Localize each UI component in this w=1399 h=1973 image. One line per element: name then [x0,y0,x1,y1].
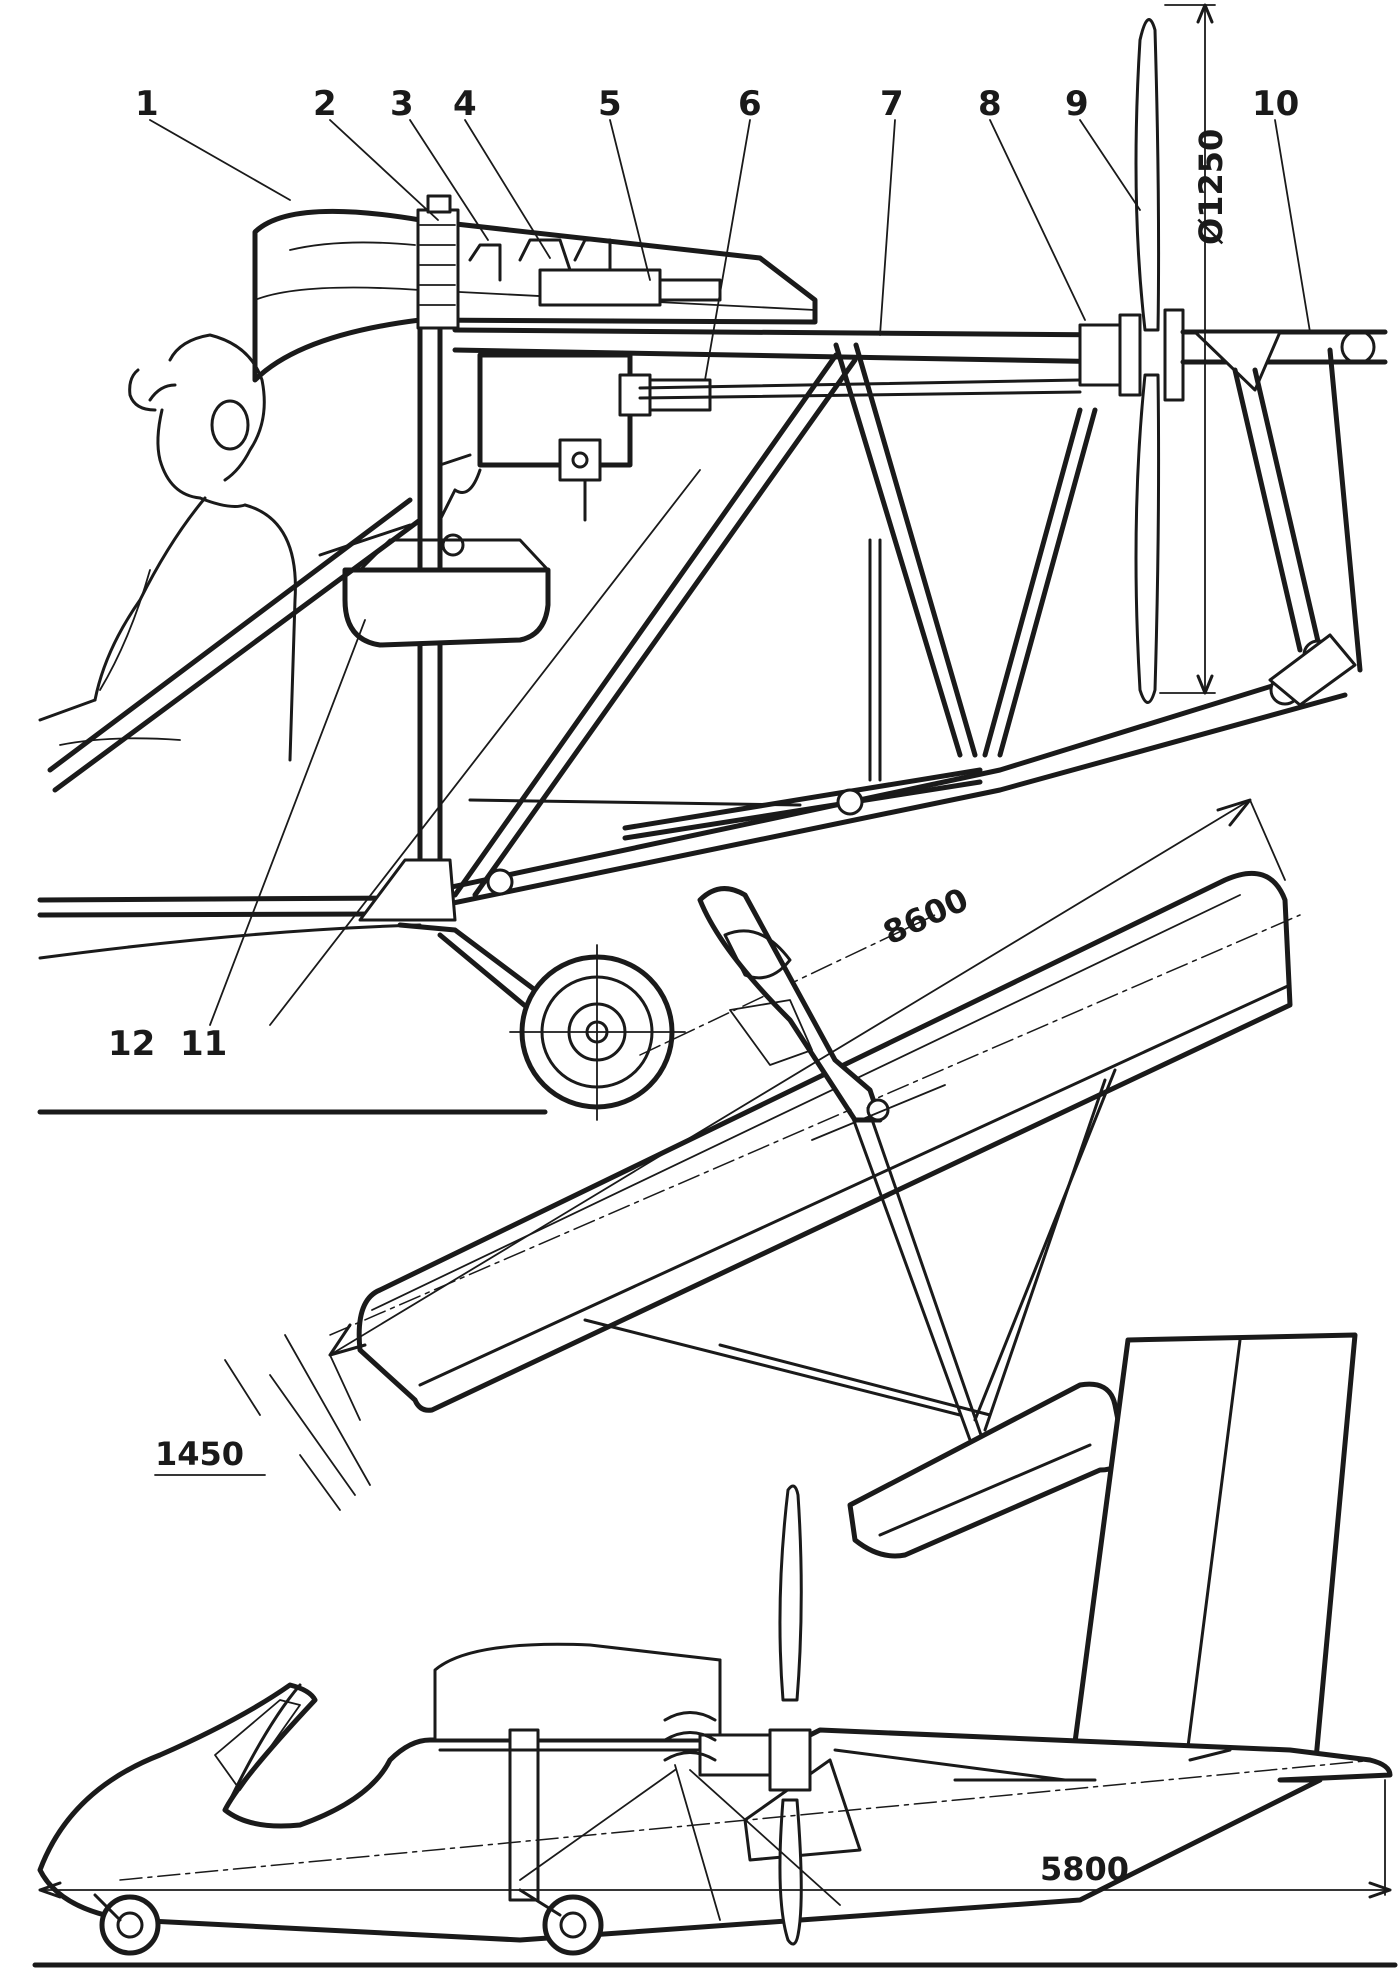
callout-labels: 1 2 3 4 5 6 7 8 9 10 11 12 [108,84,1299,1064]
callout-6: 6 [738,84,762,124]
callout-1: 1 [135,84,159,124]
length-label: 5800 [1040,1850,1129,1888]
plan-view [154,798,1301,1559]
callout-12: 12 [108,1024,155,1064]
chord-label: 1450 [155,1435,244,1473]
fuel-tank [342,567,551,648]
callout-10: 10 [1252,84,1299,124]
wingspan-label: 8600 [877,880,974,952]
propeller-diameter-label: Ø1250 [1192,129,1230,245]
propeller-blade-bottom [1134,373,1161,704]
fuselage-pod-plan [697,886,883,1123]
wing-planform [356,870,1293,1413]
callout-9: 9 [1065,84,1089,124]
propeller-blade-top [1134,18,1161,332]
aircraft-side-view [32,1332,1398,1968]
callout-11: 11 [180,1024,227,1064]
callout-3: 3 [390,84,414,124]
callout-7: 7 [880,84,904,124]
pilot-figure [38,333,297,762]
callout-4: 4 [453,84,477,124]
engine-pylon-side-view [37,3,1388,1121]
side-propeller [778,1484,803,1702]
callout-2: 2 [313,84,337,124]
fuselage-side [37,1682,1393,1943]
callout-leaders [149,119,1311,1026]
callout-8: 8 [978,84,1002,124]
callout-5: 5 [598,84,622,124]
